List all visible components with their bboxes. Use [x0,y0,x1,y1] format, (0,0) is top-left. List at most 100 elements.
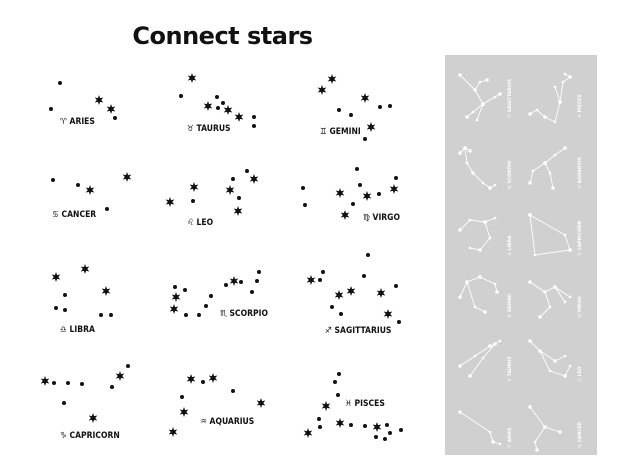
star-dot [563,374,567,378]
star-dot [399,428,403,432]
answer-key-libra: ♎ LIBRA [458,216,513,256]
big-star-icon [88,413,98,423]
star-dot [336,393,340,397]
star-dot [498,92,502,96]
answer-key-label: ♉ TAURUS [507,356,513,382]
star-dot [488,186,492,190]
star-dot [491,440,495,444]
star-dot [468,246,472,250]
star-dot [548,305,552,309]
zodiac-symbol-icon: ♓ [345,399,355,409]
star-dot [231,177,235,181]
star-dot [528,112,532,116]
star-dot [76,183,80,187]
star-dot [252,124,256,128]
constellation-name: LEO [197,218,214,228]
big-star-icon [85,185,95,195]
answer-key-label: ♍ VIRGO [577,296,583,318]
star-dot [485,78,489,82]
star-dot [493,95,497,99]
star-dot [317,417,321,421]
zodiac-symbol-icon: ♉ [187,124,197,134]
star-dot [533,440,537,444]
answer-key-name: LEO [577,366,583,376]
star-dot [109,313,113,317]
star-dot [473,88,477,92]
star-dot [538,349,542,353]
star-dot [531,169,535,173]
star-dot [303,203,307,207]
constellation-virgo: ♍ VIRGO [301,167,400,223]
star-dot [394,176,398,180]
zodiac-symbol-icon: ♍ [577,312,583,318]
answer-key-label: ♓ PISCES [577,95,583,118]
star-dot [493,282,497,286]
big-star-icon [168,427,178,437]
star-dot [548,171,552,175]
big-star-icon [334,290,344,300]
constellation-line [554,286,571,298]
zodiac-symbol-icon: ♐ [507,112,513,118]
star-dot [458,73,462,77]
star-dot [377,192,381,196]
star-dot [528,213,532,217]
star-dot [458,364,462,368]
star-dot [553,85,557,89]
star-dot [397,320,401,324]
constellation-name: CAPRICORN [70,431,120,441]
answer-key-aquarius: ♒ AQUARIUS [528,146,583,190]
constellation-line [459,411,501,445]
star-dot [563,233,567,237]
constellation-name: TAURUS [197,124,231,134]
big-star-icon [208,373,218,383]
star-dot [543,161,547,165]
constellation-name: AQUARIUS [210,417,255,427]
star-dot [110,385,114,389]
zodiac-symbol-icon: ♑ [577,250,583,256]
big-star-icon [187,73,197,83]
big-star-icon [122,172,132,182]
answer-key-capricorn: ♑ CAPRICORN [528,213,583,257]
constellation-label: ♒ AQUARIUS [200,417,254,427]
star-dot [330,305,334,309]
constellation-aquarius: ♒ AQUARIUS [168,373,266,437]
zodiac-symbol-icon: ♑ [60,431,70,441]
star-dot [374,435,378,439]
star-dot [481,356,485,360]
zodiac-symbol-icon: ♉ [507,376,513,382]
constellation-line [529,281,566,303]
star-dot [80,382,84,386]
answer-key-name: ARIES [507,427,513,442]
constellation-line [529,340,566,362]
constellation-gemini: ♊ GEMINI [317,74,392,141]
star-dot [62,401,66,405]
star-dot [63,293,67,297]
star-dot [558,430,562,434]
big-star-icon [256,398,266,408]
answer-key-name: GEMINI [507,294,513,313]
constellation-label: ♉ TAURUS [187,124,231,134]
star-dot [481,102,485,106]
star-dot [349,113,353,117]
big-star-icon [51,272,61,282]
answer-key-name: SCORPIO [507,161,513,184]
big-star-icon [186,374,196,384]
constellation-name: ARIES [70,117,95,127]
star-dot [333,380,337,384]
constellation-name: SAGITTARIUS [335,326,392,336]
star-dot [458,151,462,155]
constellation-name: GEMINI [330,127,361,137]
big-star-icon [389,184,399,194]
zodiac-symbol-icon: ♏ [220,309,230,319]
star-dot [478,275,482,279]
star-dot [388,104,392,108]
star-dot [337,108,341,112]
star-dot [184,313,188,317]
zodiac-symbol-icon: ♊ [320,127,330,137]
answer-key-label: ♒ AQUARIUS [577,157,583,189]
big-star-icon [101,286,111,296]
constellation-aries: ♈ ARIES [49,81,117,127]
zodiac-symbol-icon: ♌ [187,218,197,228]
constellation-pisces: ♓ PISCES [303,372,403,441]
star-dot [383,437,387,441]
